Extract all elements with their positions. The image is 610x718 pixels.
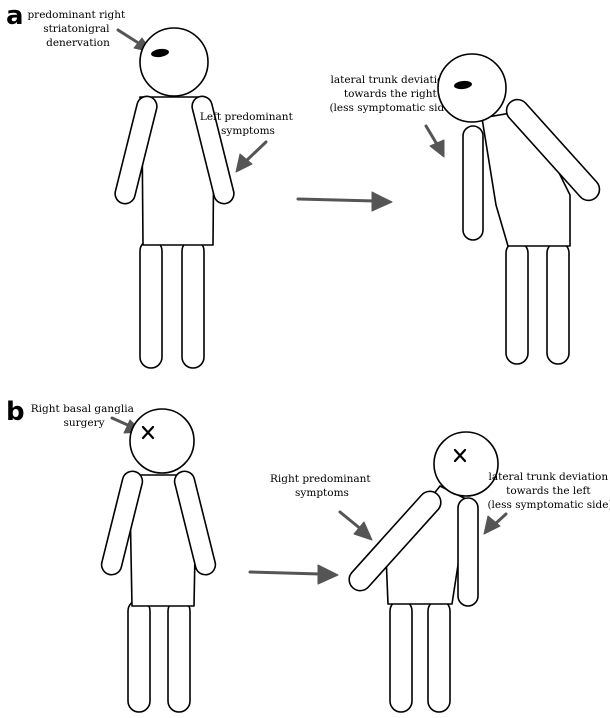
hanging-arm — [457, 497, 479, 607]
right-leg — [181, 239, 205, 369]
left-leg — [505, 241, 529, 365]
head — [139, 27, 209, 97]
panel-a-leaning-figure — [437, 53, 601, 365]
panel-b-deviation-label: lateral trunk deviation towards the left… — [487, 471, 610, 511]
panel-a-symptoms-label: Left predominant symptoms — [200, 111, 296, 137]
right-leg — [427, 599, 451, 713]
right-leg — [546, 241, 570, 365]
right-arm — [173, 470, 217, 576]
panel-b-deviation-arrow — [483, 512, 508, 535]
left-arm — [100, 470, 144, 576]
hanging-arm — [462, 125, 484, 241]
panel-b-leaning-figure — [348, 431, 499, 713]
left-leg — [139, 239, 163, 369]
panel-b: b Right basal ganglia surgery Right pred… — [6, 397, 610, 713]
panel-b-lesion-label: Right basal ganglia surgery — [31, 403, 137, 429]
raised-arm — [505, 98, 601, 202]
panel-a-lesion-label: predominant right striatonigral denervat… — [27, 9, 128, 49]
left-leg — [127, 599, 151, 713]
panel-b-standing-figure — [100, 408, 217, 713]
raised-arm — [348, 490, 442, 592]
lesion-mark — [151, 48, 169, 58]
head — [433, 431, 499, 497]
panel-b-transition-arrow — [248, 564, 339, 585]
lesion-mark — [454, 80, 472, 90]
panel-a-symptoms-arrow — [235, 140, 268, 173]
panel-a-deviation-label: lateral trunk deviation towards the righ… — [329, 74, 454, 114]
panel-a-deviation-arrow — [424, 124, 445, 158]
panel-b-symptoms-label: Right predominant symptoms — [270, 473, 374, 499]
panel-a-transition-arrow — [296, 191, 393, 212]
panel-b-letter: b — [6, 397, 25, 427]
surgery-mark — [141, 425, 155, 440]
panel-b-symptoms-arrow — [338, 510, 373, 541]
panel-a-letter: a — [6, 1, 24, 31]
panel-a-standing-figure — [114, 27, 235, 369]
left-arm — [114, 95, 158, 205]
surgery-mark — [453, 448, 467, 463]
left-leg — [389, 599, 413, 713]
panel-a: a predominant right striatonigral denerv… — [6, 1, 601, 369]
right-arm — [191, 95, 235, 205]
right-leg — [167, 599, 191, 713]
head — [129, 408, 195, 474]
head — [437, 53, 507, 123]
